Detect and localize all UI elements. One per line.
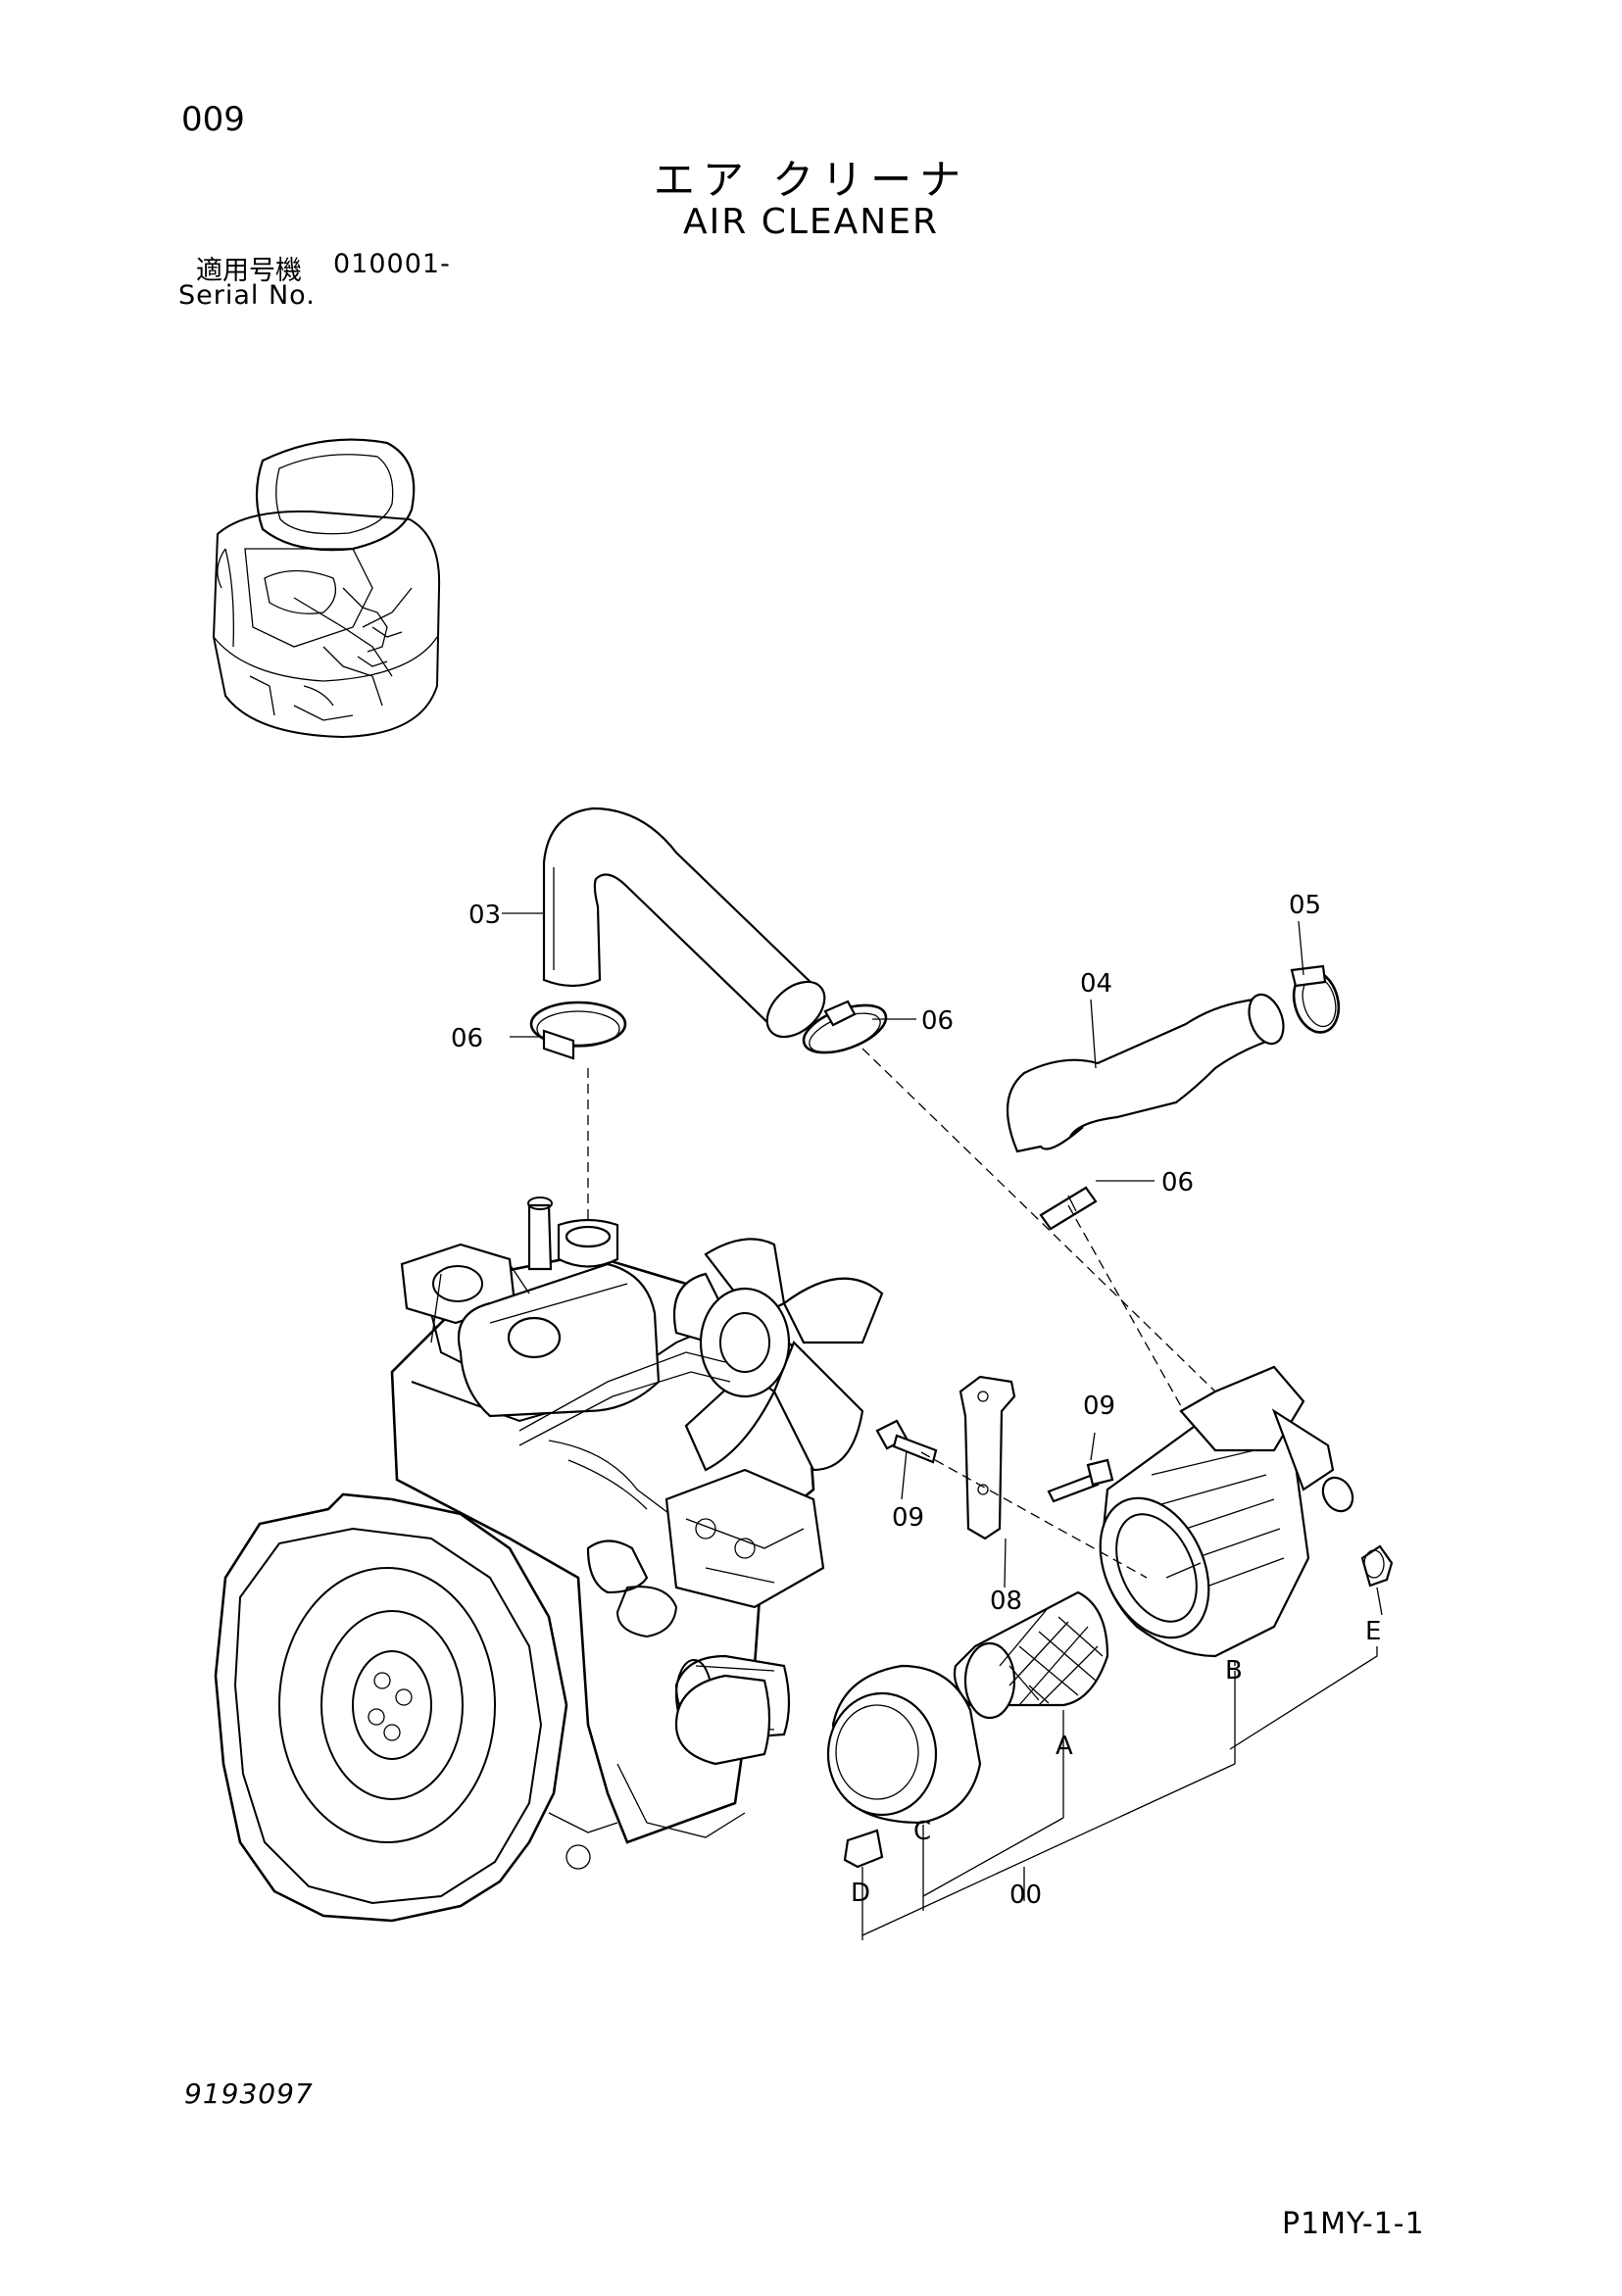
part-06-hose-clamp-left bbox=[529, 1001, 627, 1060]
engine-assembly bbox=[214, 1197, 884, 1923]
part-A-filter-element bbox=[953, 1590, 1109, 1720]
part-03-air-hose bbox=[542, 806, 826, 1039]
serial-number-value: 010001- bbox=[333, 249, 451, 279]
leader-lines bbox=[502, 912, 1383, 1940]
part-06-hose-clamp-center bbox=[802, 1000, 888, 1054]
callout-09-right: 09 bbox=[1083, 1392, 1115, 1421]
callout-03: 03 bbox=[468, 901, 501, 930]
callout-06-center: 06 bbox=[921, 1006, 954, 1036]
part-09-bolt-left bbox=[875, 1419, 938, 1464]
callout-04: 04 bbox=[1080, 969, 1112, 999]
sheet-reference: P1MY-1-1 bbox=[1282, 2207, 1425, 2241]
callout-06-left: 06 bbox=[451, 1024, 483, 1053]
part-06-hose-clamp-right bbox=[1039, 1186, 1098, 1231]
machine-locator-illustration bbox=[212, 438, 441, 739]
part-05-hose-clamp bbox=[1290, 964, 1341, 1034]
callout-labels: 03 05 04 06 06 06 09 09 08 E B A C D 00 bbox=[451, 891, 1381, 1910]
callout-00: 00 bbox=[1009, 1881, 1042, 1910]
page-title-japanese: エア クリーナ bbox=[653, 156, 969, 204]
callout-09-left: 09 bbox=[892, 1503, 924, 1533]
callout-06-right: 06 bbox=[1161, 1168, 1194, 1197]
callout-C: C bbox=[913, 1817, 931, 1846]
serial-label-japanese: 適用号機 bbox=[196, 256, 302, 286]
part-08-bracket bbox=[958, 1375, 1016, 1540]
part-09-bolt-right bbox=[1047, 1458, 1114, 1503]
illustration-number: 9193097 bbox=[184, 2077, 314, 2110]
part-C-cover-cap bbox=[826, 1664, 982, 1825]
callout-08: 08 bbox=[990, 1587, 1022, 1616]
callout-A: A bbox=[1056, 1732, 1073, 1761]
callout-05: 05 bbox=[1289, 891, 1321, 920]
page-number: 009 bbox=[181, 100, 245, 139]
callout-D: D bbox=[851, 1879, 870, 1908]
serial-label-english: Serial No. bbox=[178, 280, 316, 311]
part-B-air-cleaner-body bbox=[1099, 1365, 1354, 1658]
part-04-elbow-hose bbox=[1006, 993, 1285, 1153]
callout-E: E bbox=[1365, 1617, 1381, 1646]
page-title-english: AIR CLEANER bbox=[683, 202, 939, 242]
callout-B: B bbox=[1225, 1656, 1243, 1685]
part-E-indicator bbox=[1360, 1544, 1394, 1588]
part-D-evacuator-valve bbox=[843, 1829, 884, 1869]
